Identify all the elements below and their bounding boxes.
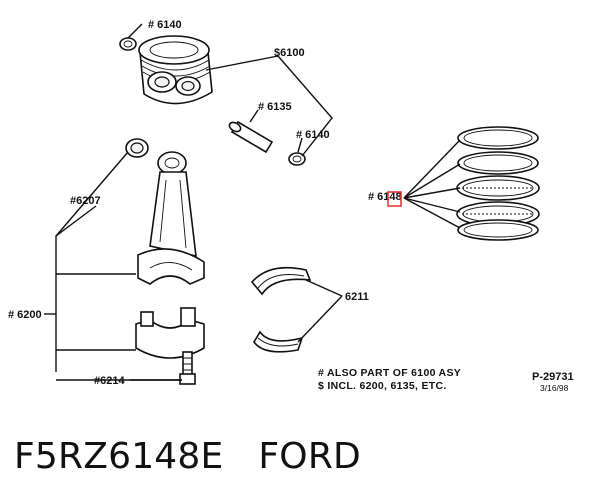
label-bushing: #6207 xyxy=(70,195,101,207)
label-piston-assembly: $6100 xyxy=(274,47,305,59)
label-bearing: 6211 xyxy=(345,291,369,303)
leader-lines xyxy=(44,23,461,381)
piston-pin xyxy=(228,120,274,154)
label-rod-bolt: #6214 xyxy=(94,375,125,387)
highlight-box xyxy=(387,191,402,207)
note-line-1: # ALSO PART OF 6100 ASY xyxy=(318,367,461,379)
label-piston-pin-retainer-bottom: # 6140 xyxy=(296,129,330,141)
label-piston-pin: # 6135 xyxy=(258,101,292,113)
reference-code: P-29731 xyxy=(532,371,574,383)
reference-date: 3/16/98 xyxy=(540,383,569,393)
label-rings: # 6148 xyxy=(368,191,402,203)
part-caption: F5RZ6148E FORD xyxy=(14,432,574,482)
part-number: F5RZ6148E xyxy=(14,436,224,477)
piston xyxy=(138,35,213,105)
label-connecting-rod: # 6200 xyxy=(8,309,42,321)
connecting-rod xyxy=(125,138,205,385)
piston-pin-retainer-top xyxy=(119,37,137,51)
piston-rings xyxy=(456,126,540,241)
bearing-halves xyxy=(250,266,312,353)
label-piston-pin-retainer-top: # 6140 xyxy=(148,19,182,31)
piston-pin-retainer-bottom xyxy=(288,152,306,166)
exploded-parts-diagram: # 6140 $6100 # 6135 # 6140 #6207 # 6200 … xyxy=(8,19,574,393)
note-line-2: $ INCL. 6200, 6135, ETC. xyxy=(318,380,447,392)
brand-name: FORD xyxy=(258,436,361,477)
